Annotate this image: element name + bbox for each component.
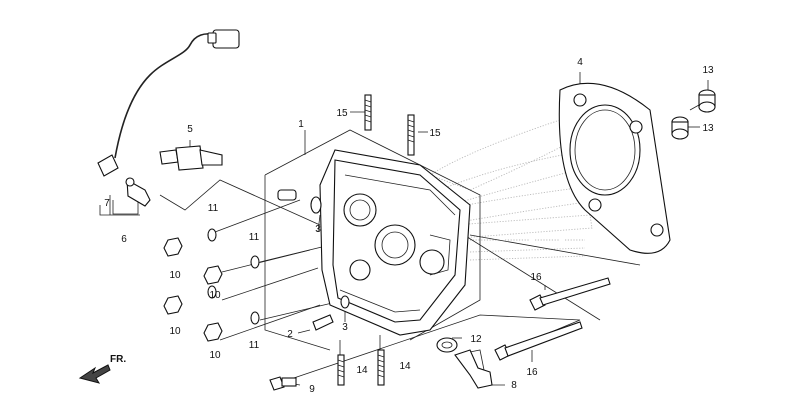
callout-4: 4: [577, 57, 583, 68]
callout-6: 6: [121, 234, 127, 245]
callout-11-a: 11: [208, 203, 219, 214]
cylinder-head: [319, 149, 471, 336]
callout-10-d: 10: [209, 350, 221, 361]
cylinder-head-gasket: [558, 82, 671, 254]
callout-13-upper: 13: [702, 65, 714, 76]
washers-11: [207, 228, 260, 325]
front-direction-arrow: FR.: [78, 354, 126, 384]
callout-10-b: 10: [169, 326, 181, 337]
callout-8: 8: [511, 380, 517, 391]
callout-14-b: 14: [399, 361, 411, 372]
callout-9: 9: [309, 384, 315, 395]
callout-7: 7: [104, 198, 110, 209]
callout-2-lower: 2: [287, 329, 293, 340]
callout-16-a: 16: [530, 272, 542, 283]
temperature-sensor-6: [125, 177, 151, 207]
callout-14-a: 14: [356, 365, 368, 376]
stud-bolts-15: [364, 94, 415, 156]
callout-10-a: 10: [169, 270, 181, 281]
callout-11-b: 11: [249, 232, 260, 243]
callout-3-upper: 3: [315, 224, 321, 235]
callout-15-b: 15: [429, 128, 441, 139]
callout-16-b: 16: [526, 367, 538, 378]
stud-bolts-14: [337, 349, 385, 386]
callout-12: 12: [470, 334, 482, 345]
callout-1: 1: [298, 119, 304, 130]
sealing-washer-12: [436, 337, 458, 353]
dowel-pins: [671, 89, 716, 140]
callout-3-lower: 3: [342, 322, 348, 333]
temperature-sensor-8: [454, 349, 493, 389]
bolt-9: [269, 376, 297, 391]
cylinder-head-frame: [264, 129, 481, 351]
nuts-10: [163, 237, 223, 342]
callout-10-c: 10: [209, 290, 221, 301]
o-rings-3: [310, 196, 350, 309]
dowel-pins-2: [277, 189, 334, 331]
front-direction-label: FR.: [110, 354, 126, 365]
callout-11-c: 11: [249, 340, 260, 351]
oxygen-sensor: [97, 29, 240, 177]
callout-5: 5: [187, 124, 193, 135]
spark-plug: [159, 145, 223, 171]
callout-13-lower: 13: [702, 123, 714, 134]
bolts-16: [494, 277, 611, 361]
callout-15-a: 15: [336, 108, 348, 119]
callout-labels: 1 2 3 3 4 5 6 7 8 9 10 10 10 10 11 11 11…: [104, 57, 714, 395]
